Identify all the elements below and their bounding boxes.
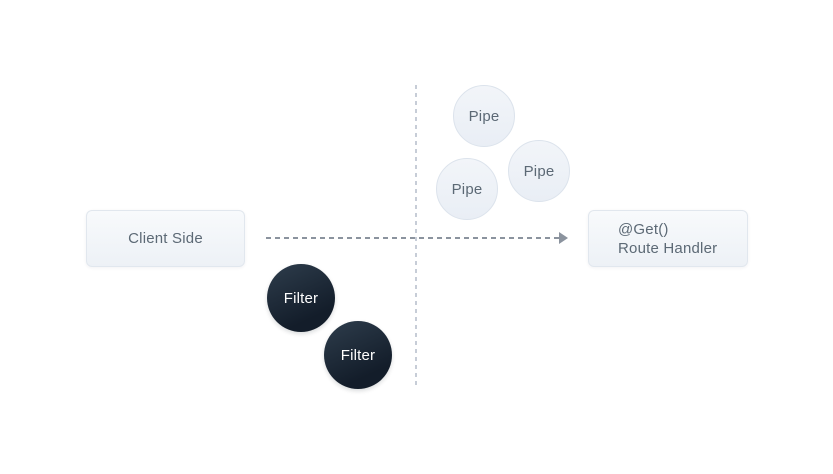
pipe-label: Pipe bbox=[523, 162, 555, 180]
filter-circle: Filter bbox=[324, 321, 392, 389]
route-handler-label: Route Handler bbox=[618, 239, 718, 257]
request-arrow-head-icon bbox=[559, 232, 568, 244]
pipe-circle: Pipe bbox=[508, 140, 570, 202]
client-side-box: Client Side bbox=[86, 210, 245, 267]
pipe-label: Pipe bbox=[468, 107, 500, 125]
pipe-circle: Pipe bbox=[436, 158, 498, 220]
request-arrow-line bbox=[266, 237, 560, 239]
pipe-label: Pipe bbox=[451, 180, 483, 198]
route-handler-box: @Get() Route Handler bbox=[588, 210, 748, 267]
pipe-circle: Pipe bbox=[453, 85, 515, 147]
route-handler-decorator-label: @Get() bbox=[618, 220, 669, 238]
filter-label: Filter bbox=[340, 346, 376, 364]
filter-label: Filter bbox=[283, 289, 319, 307]
client-side-label: Client Side bbox=[128, 230, 203, 247]
filter-circle: Filter bbox=[267, 264, 335, 332]
boundary-dashed-line bbox=[415, 85, 417, 388]
